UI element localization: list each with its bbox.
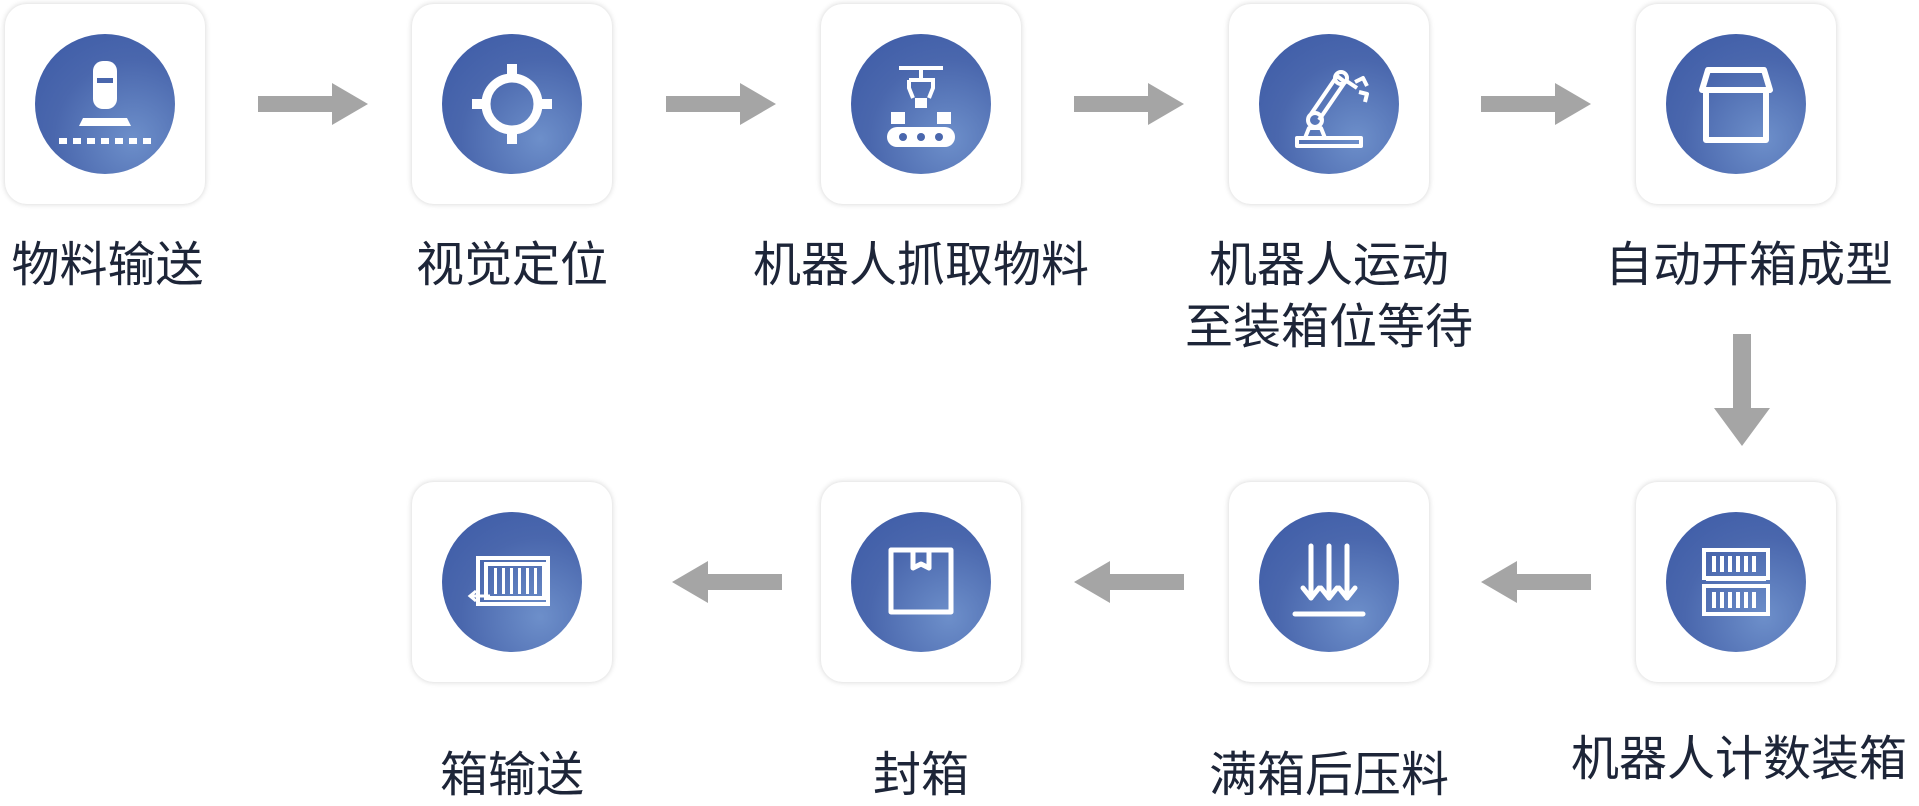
flow-arrow-left: [672, 561, 782, 603]
step-circle: [1666, 512, 1806, 652]
step-label-line1: 箱输送: [439, 747, 584, 803]
step-label-line1: 机器人抓取物料: [752, 237, 1089, 293]
gripper-conveyor-icon: [887, 66, 955, 147]
step-label-line1: 机器人计数装箱: [1570, 731, 1907, 787]
step-circle: [35, 34, 175, 174]
step-card-box-forming: [1636, 4, 1836, 204]
crosshair-icon: [472, 64, 552, 144]
step-circle: [851, 34, 991, 174]
conveyor-feed-icon: [59, 61, 151, 144]
stacked-crates-icon: [1702, 548, 1770, 616]
step-label: 物料输送: [0, 234, 215, 296]
step-label-line1: 封箱: [872, 747, 969, 803]
step-circle: [1259, 34, 1399, 174]
flow-arrow-right: [1074, 83, 1184, 125]
step-label: 满箱后压料: [1179, 744, 1479, 806]
step-label-line1: 机器人运动: [1208, 237, 1449, 293]
step-label-line1: 自动开箱成型: [1604, 237, 1893, 293]
step-card-material-conveying: [5, 4, 205, 204]
step-label-line2: 至装箱位等待: [1184, 299, 1473, 355]
step-card-seal-box: [821, 482, 1021, 682]
open-box-icon: [1699, 67, 1773, 143]
step-label: 机器人运动 至装箱位等待: [1129, 234, 1529, 358]
step-label-line1: 物料输送: [11, 237, 204, 293]
step-label-line1: 视觉定位: [415, 237, 608, 293]
sealed-box-icon: [888, 547, 954, 615]
step-card-press-material: [1229, 482, 1429, 682]
step-label: 机器人抓取物料: [721, 234, 1121, 296]
flow-arrow-right: [666, 83, 776, 125]
flow-arrow-left: [1481, 561, 1591, 603]
step-card-robot-counting: [1636, 482, 1836, 682]
flow-arrow-right: [1481, 83, 1591, 125]
step-card-robot-grab: [821, 4, 1021, 204]
step-circle: [1259, 512, 1399, 652]
step-circle: [442, 512, 582, 652]
robot-arm-icon: [1295, 70, 1369, 148]
step-label: 视觉定位: [362, 234, 662, 296]
step-circle: [1666, 34, 1806, 174]
step-label-line1: 满箱后压料: [1208, 747, 1449, 803]
flow-arrow-left: [1074, 561, 1184, 603]
flow-arrow-down: [1714, 334, 1770, 446]
step-label: 机器人计数装箱: [1559, 728, 1919, 790]
flow-arrow-right: [258, 83, 368, 125]
step-card-robot-move: [1229, 4, 1429, 204]
step-circle: [442, 34, 582, 174]
step-circle: [851, 512, 991, 652]
step-label: 箱输送: [362, 744, 662, 806]
crate-exit-icon: [467, 556, 550, 606]
step-card-box-conveying: [412, 482, 612, 682]
step-card-visual-positioning: [412, 4, 612, 204]
step-label: 自动开箱成型: [1579, 234, 1919, 296]
press-down-icon: [1292, 543, 1366, 617]
step-label: 封箱: [771, 744, 1071, 806]
